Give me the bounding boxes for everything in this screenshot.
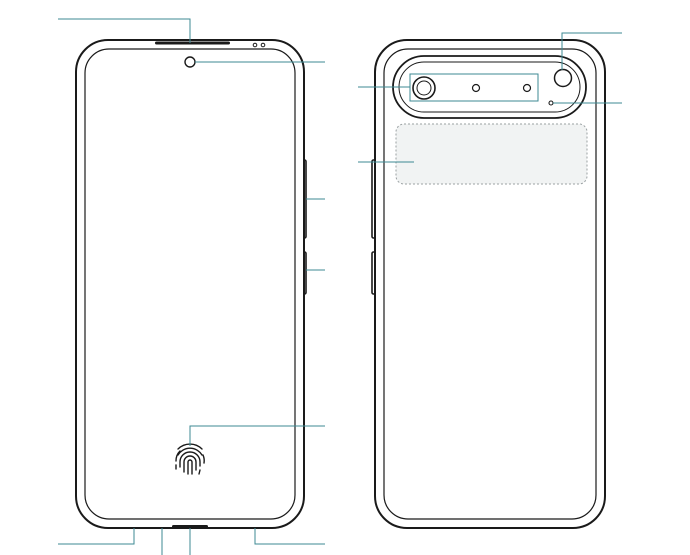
light-sensor xyxy=(252,42,258,48)
usb-port xyxy=(172,525,208,528)
touch-screen xyxy=(84,48,296,520)
proximity-sensor xyxy=(260,42,266,48)
camera-lens-icon xyxy=(412,76,436,100)
front-body-outline xyxy=(75,39,305,529)
camera-lens-inner xyxy=(416,80,432,96)
leader-flash xyxy=(561,32,622,70)
sensor-dot-2 xyxy=(522,83,532,93)
leader-bottom-speaker xyxy=(254,528,325,545)
leader-earpiece xyxy=(58,18,191,43)
phone-back-view xyxy=(371,39,606,529)
back-cover xyxy=(383,48,597,520)
sensor-dot-1 xyxy=(471,83,481,93)
nfc-antenna-area xyxy=(395,123,588,185)
earpiece-speaker xyxy=(155,41,230,45)
leader-fingerprint xyxy=(189,425,325,446)
leader-camera-module xyxy=(358,73,539,102)
flash-lens xyxy=(553,68,573,88)
phone-front-view xyxy=(75,39,307,529)
fingerprint-icon xyxy=(175,443,205,475)
leader-bottom-left xyxy=(58,528,135,545)
callout-leaders xyxy=(58,18,622,555)
